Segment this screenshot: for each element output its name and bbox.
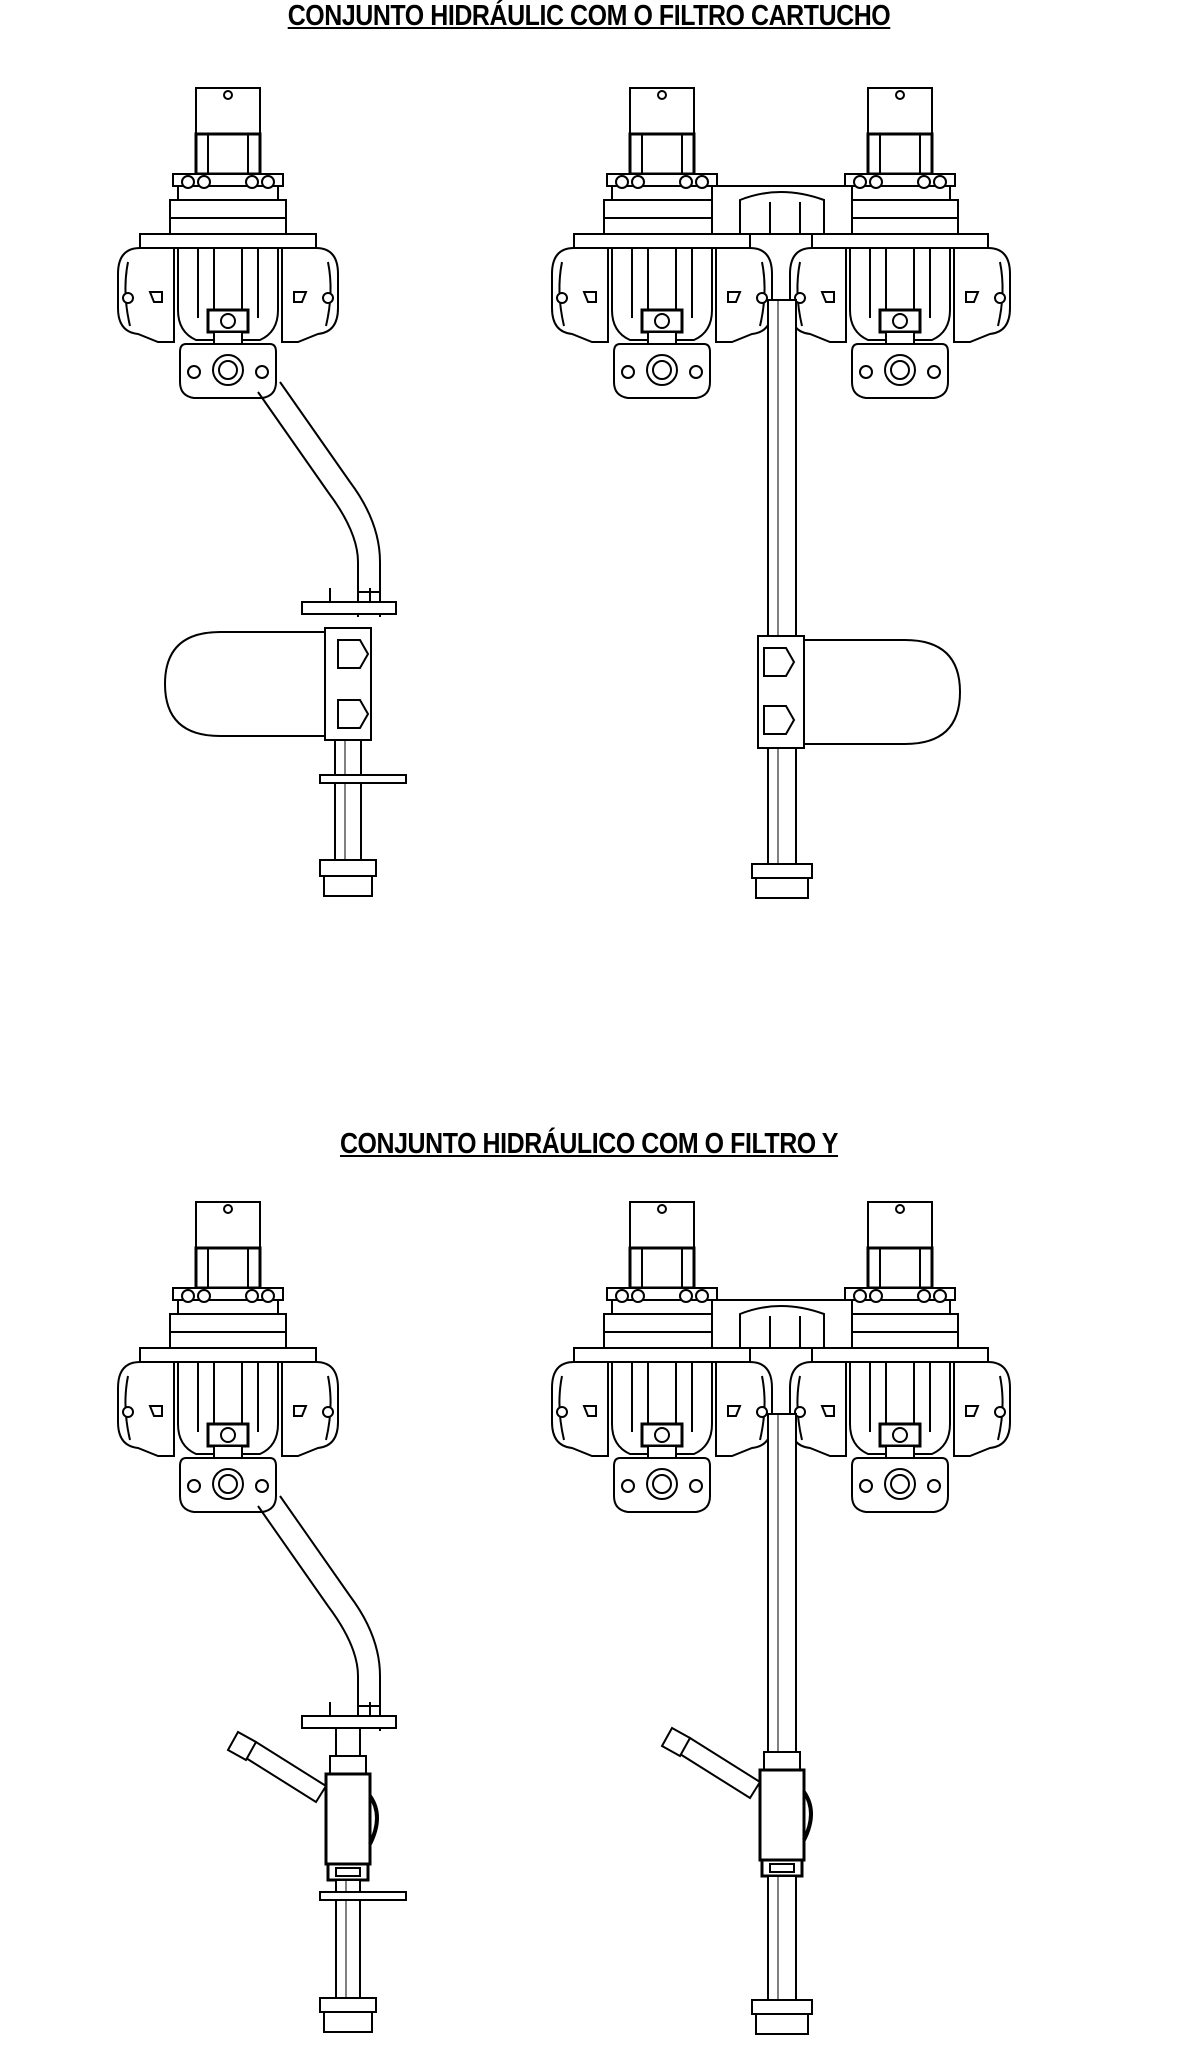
title-y-filter-assembly: CONJUNTO HIDRÁULICO COM O FILTRO Y [339,1128,839,1160]
title-cartridge-filter-assembly: CONJUNTO HIDRÁULIC COM O FILTRO CARTUCHO [287,0,891,32]
assembly-double-cartridge [550,86,1012,898]
assembly-single-cartridge [116,86,406,896]
assembly-single-y-filter [116,1200,406,2032]
assembly-double-y-filter [550,1200,1012,2034]
